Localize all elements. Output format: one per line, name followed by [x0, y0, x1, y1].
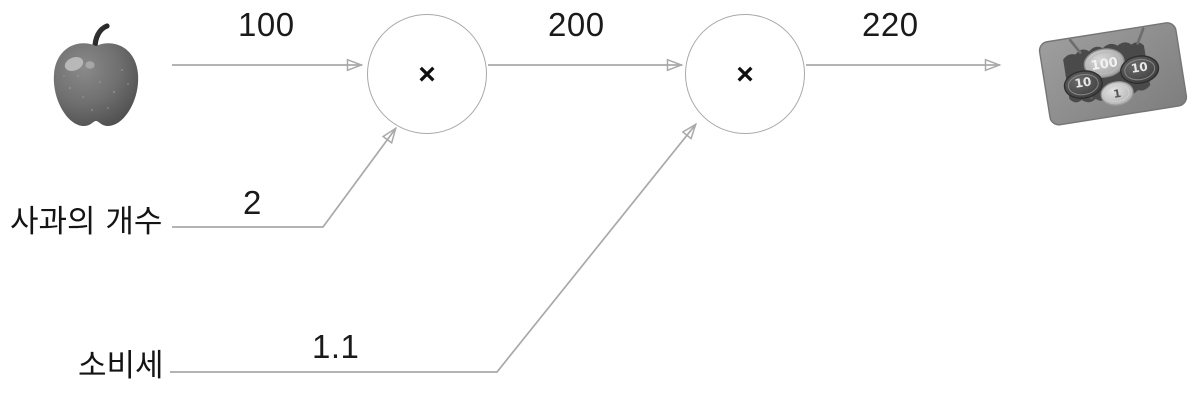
apple-highlight-small-icon — [85, 61, 95, 69]
edge-label-tax-rate: 1.1 — [312, 328, 360, 365]
apple-stem-icon — [92, 23, 110, 51]
edge-label-apple-price: 100 — [238, 6, 295, 43]
mul-node-1 — [367, 14, 487, 134]
coin-tray-illustration: 100 10 10 1 — [1038, 22, 1188, 126]
edge-tax-rate — [170, 124, 696, 373]
tray-notch-icon — [1068, 27, 1145, 55]
apple-highlight-large-icon — [64, 57, 84, 71]
tax-label: 소비세 — [78, 348, 164, 384]
coin-1-icon: 1 — [1100, 81, 1134, 106]
edge-label-apple-count: 2 — [243, 184, 262, 221]
edge-label-total: 220 — [862, 6, 919, 43]
edge-label-subtotal: 200 — [548, 6, 605, 43]
apple-illustration — [53, 23, 139, 126]
svg-text:1: 1 — [1112, 87, 1122, 101]
mul-node-2-operation: × — [736, 58, 754, 91]
coin-10-right-icon: 10 — [1120, 55, 1160, 84]
svg-text:10: 10 — [1074, 74, 1093, 90]
apple-count-label: 사과의 개수 — [10, 204, 163, 240]
edge-apple-count — [172, 128, 396, 228]
apple-speckles-icon — [63, 68, 129, 112]
coin-100-icon: 100 — [1083, 48, 1125, 78]
mul-node-2 — [685, 14, 805, 134]
mul-node-1-operation: × — [418, 58, 436, 91]
svg-text:100: 100 — [1090, 55, 1119, 74]
coin-10-left-icon: 10 — [1063, 70, 1103, 99]
svg-text:10: 10 — [1130, 59, 1149, 75]
